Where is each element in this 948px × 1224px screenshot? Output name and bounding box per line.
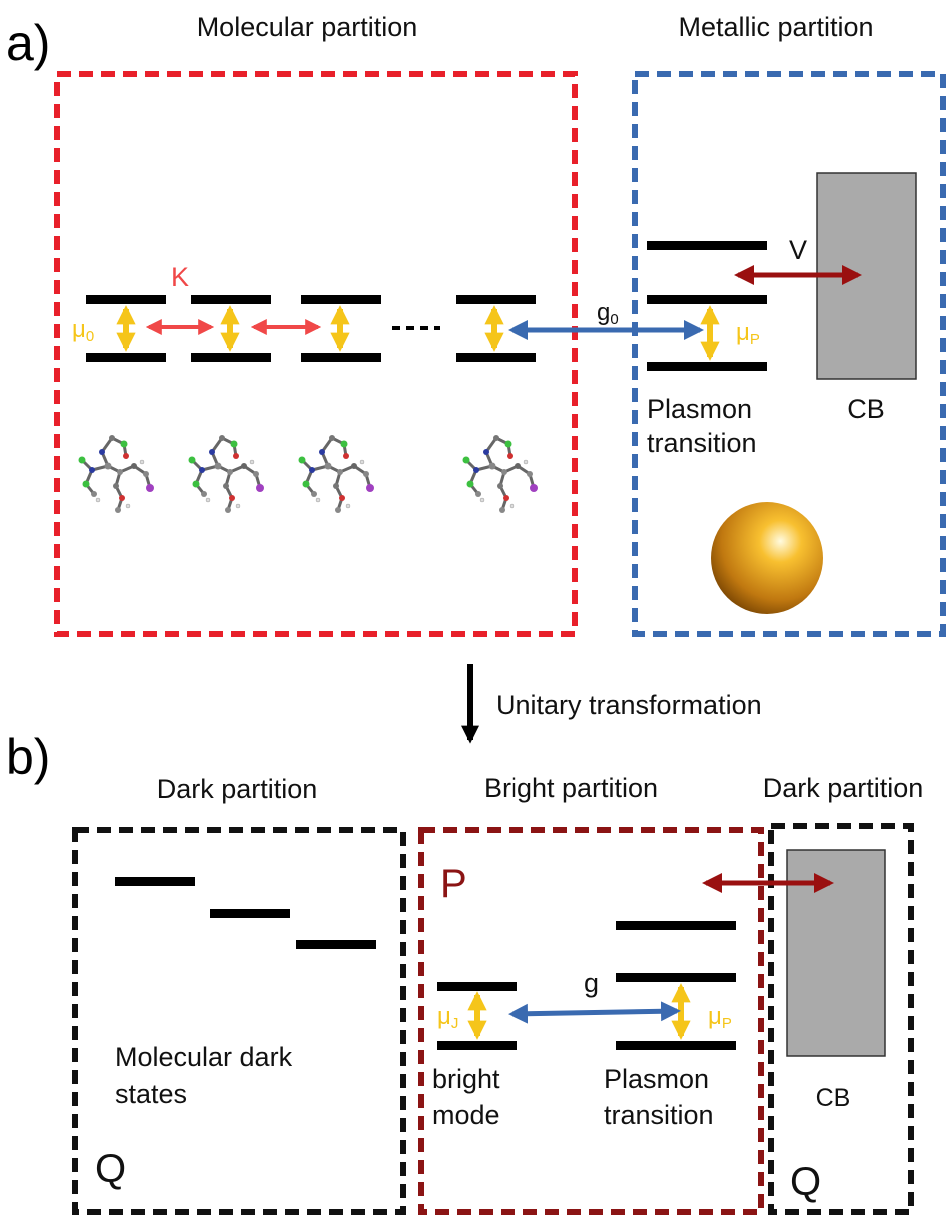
plasmon-transition-line1: Plasmon: [647, 394, 752, 424]
plasmon-b-line2: transition: [604, 1100, 714, 1130]
dark-state-level-3: [296, 940, 376, 949]
plasmon-level-top: [647, 241, 767, 250]
molecular-levels: [86, 295, 536, 362]
level-lower-n: [456, 353, 536, 362]
plasmon-b-level-top: [616, 921, 736, 930]
level-upper-3: [301, 295, 381, 304]
molecule-image-1: [77, 433, 156, 515]
molecular-dark-states-line1: Molecular dark: [115, 1042, 293, 1072]
gold-nanoparticle: [711, 502, 823, 614]
bright-mode-level-upper: [437, 982, 517, 991]
p-label: P: [440, 862, 467, 906]
bright-mode-line2: mode: [432, 1100, 500, 1130]
plasmon-level-bottom: [647, 362, 767, 371]
metallic-partition-box: [632, 71, 946, 637]
molecule-image-3: [297, 433, 376, 515]
metallic-partition-title: Metallic partition: [678, 12, 873, 42]
cb-label: CB: [847, 394, 885, 424]
level-upper-2: [191, 295, 271, 304]
plasmon-b-line1: Plasmon: [604, 1064, 709, 1094]
plasmon-b-level-bottom: [616, 1041, 736, 1050]
bright-partition-title: Bright partition: [484, 773, 658, 803]
level-lower-1: [86, 353, 166, 362]
bright-mode-level-lower: [437, 1041, 517, 1050]
conduction-band-box: [816, 172, 917, 380]
dark-state-level-2: [210, 909, 290, 918]
bright-mode-line1: bright: [432, 1064, 500, 1094]
plasmon-level-middle: [647, 295, 767, 304]
q-label-left: Q: [95, 1147, 126, 1191]
molecular-dark-states-line2: states: [115, 1079, 187, 1109]
dark-partition-title-left: Dark partition: [157, 774, 318, 804]
bright-partition-box: [418, 827, 764, 1215]
g-coupling-arrow: [508, 1001, 681, 1024]
molecule-images: [77, 433, 540, 515]
panel-b-label: b): [6, 729, 50, 785]
molecule-image-2: [187, 433, 266, 515]
level-upper-1: [86, 295, 166, 304]
cb-b-label: CB: [816, 1084, 851, 1112]
k-label: K: [171, 262, 189, 292]
transition-dipole-arrows: [116, 305, 504, 352]
g0-label: g0: [597, 299, 619, 328]
dark-state-level-1: [115, 877, 195, 886]
v-label: V: [789, 235, 807, 265]
mu0-label: μ0: [72, 316, 94, 345]
plasmon-levels: [647, 241, 767, 371]
unitary-transformation-label: Unitary transformation: [496, 690, 762, 720]
plasmon-b-level-middle: [616, 973, 736, 982]
dark-partition-box-right: [768, 823, 914, 1215]
mup-label: μP: [736, 319, 760, 348]
q-label-right: Q: [790, 1160, 821, 1204]
level-lower-2: [191, 353, 271, 362]
dark-partition-title-right: Dark partition: [763, 773, 924, 803]
molecular-partition-box: [54, 71, 578, 637]
g-label: g: [584, 968, 599, 998]
molecule-image-n: [461, 433, 540, 515]
panel-a-label: a): [6, 15, 50, 71]
muj-label: μJ: [437, 1003, 458, 1032]
plasmon-transition-line2: transition: [647, 428, 757, 458]
molecular-partition-title: Molecular partition: [197, 12, 418, 42]
level-upper-n: [456, 295, 536, 304]
level-lower-3: [301, 353, 381, 362]
dark-partition-box-left: [72, 827, 406, 1215]
dark-state-levels: [115, 877, 376, 949]
mup-b-label: μP: [708, 1003, 732, 1032]
